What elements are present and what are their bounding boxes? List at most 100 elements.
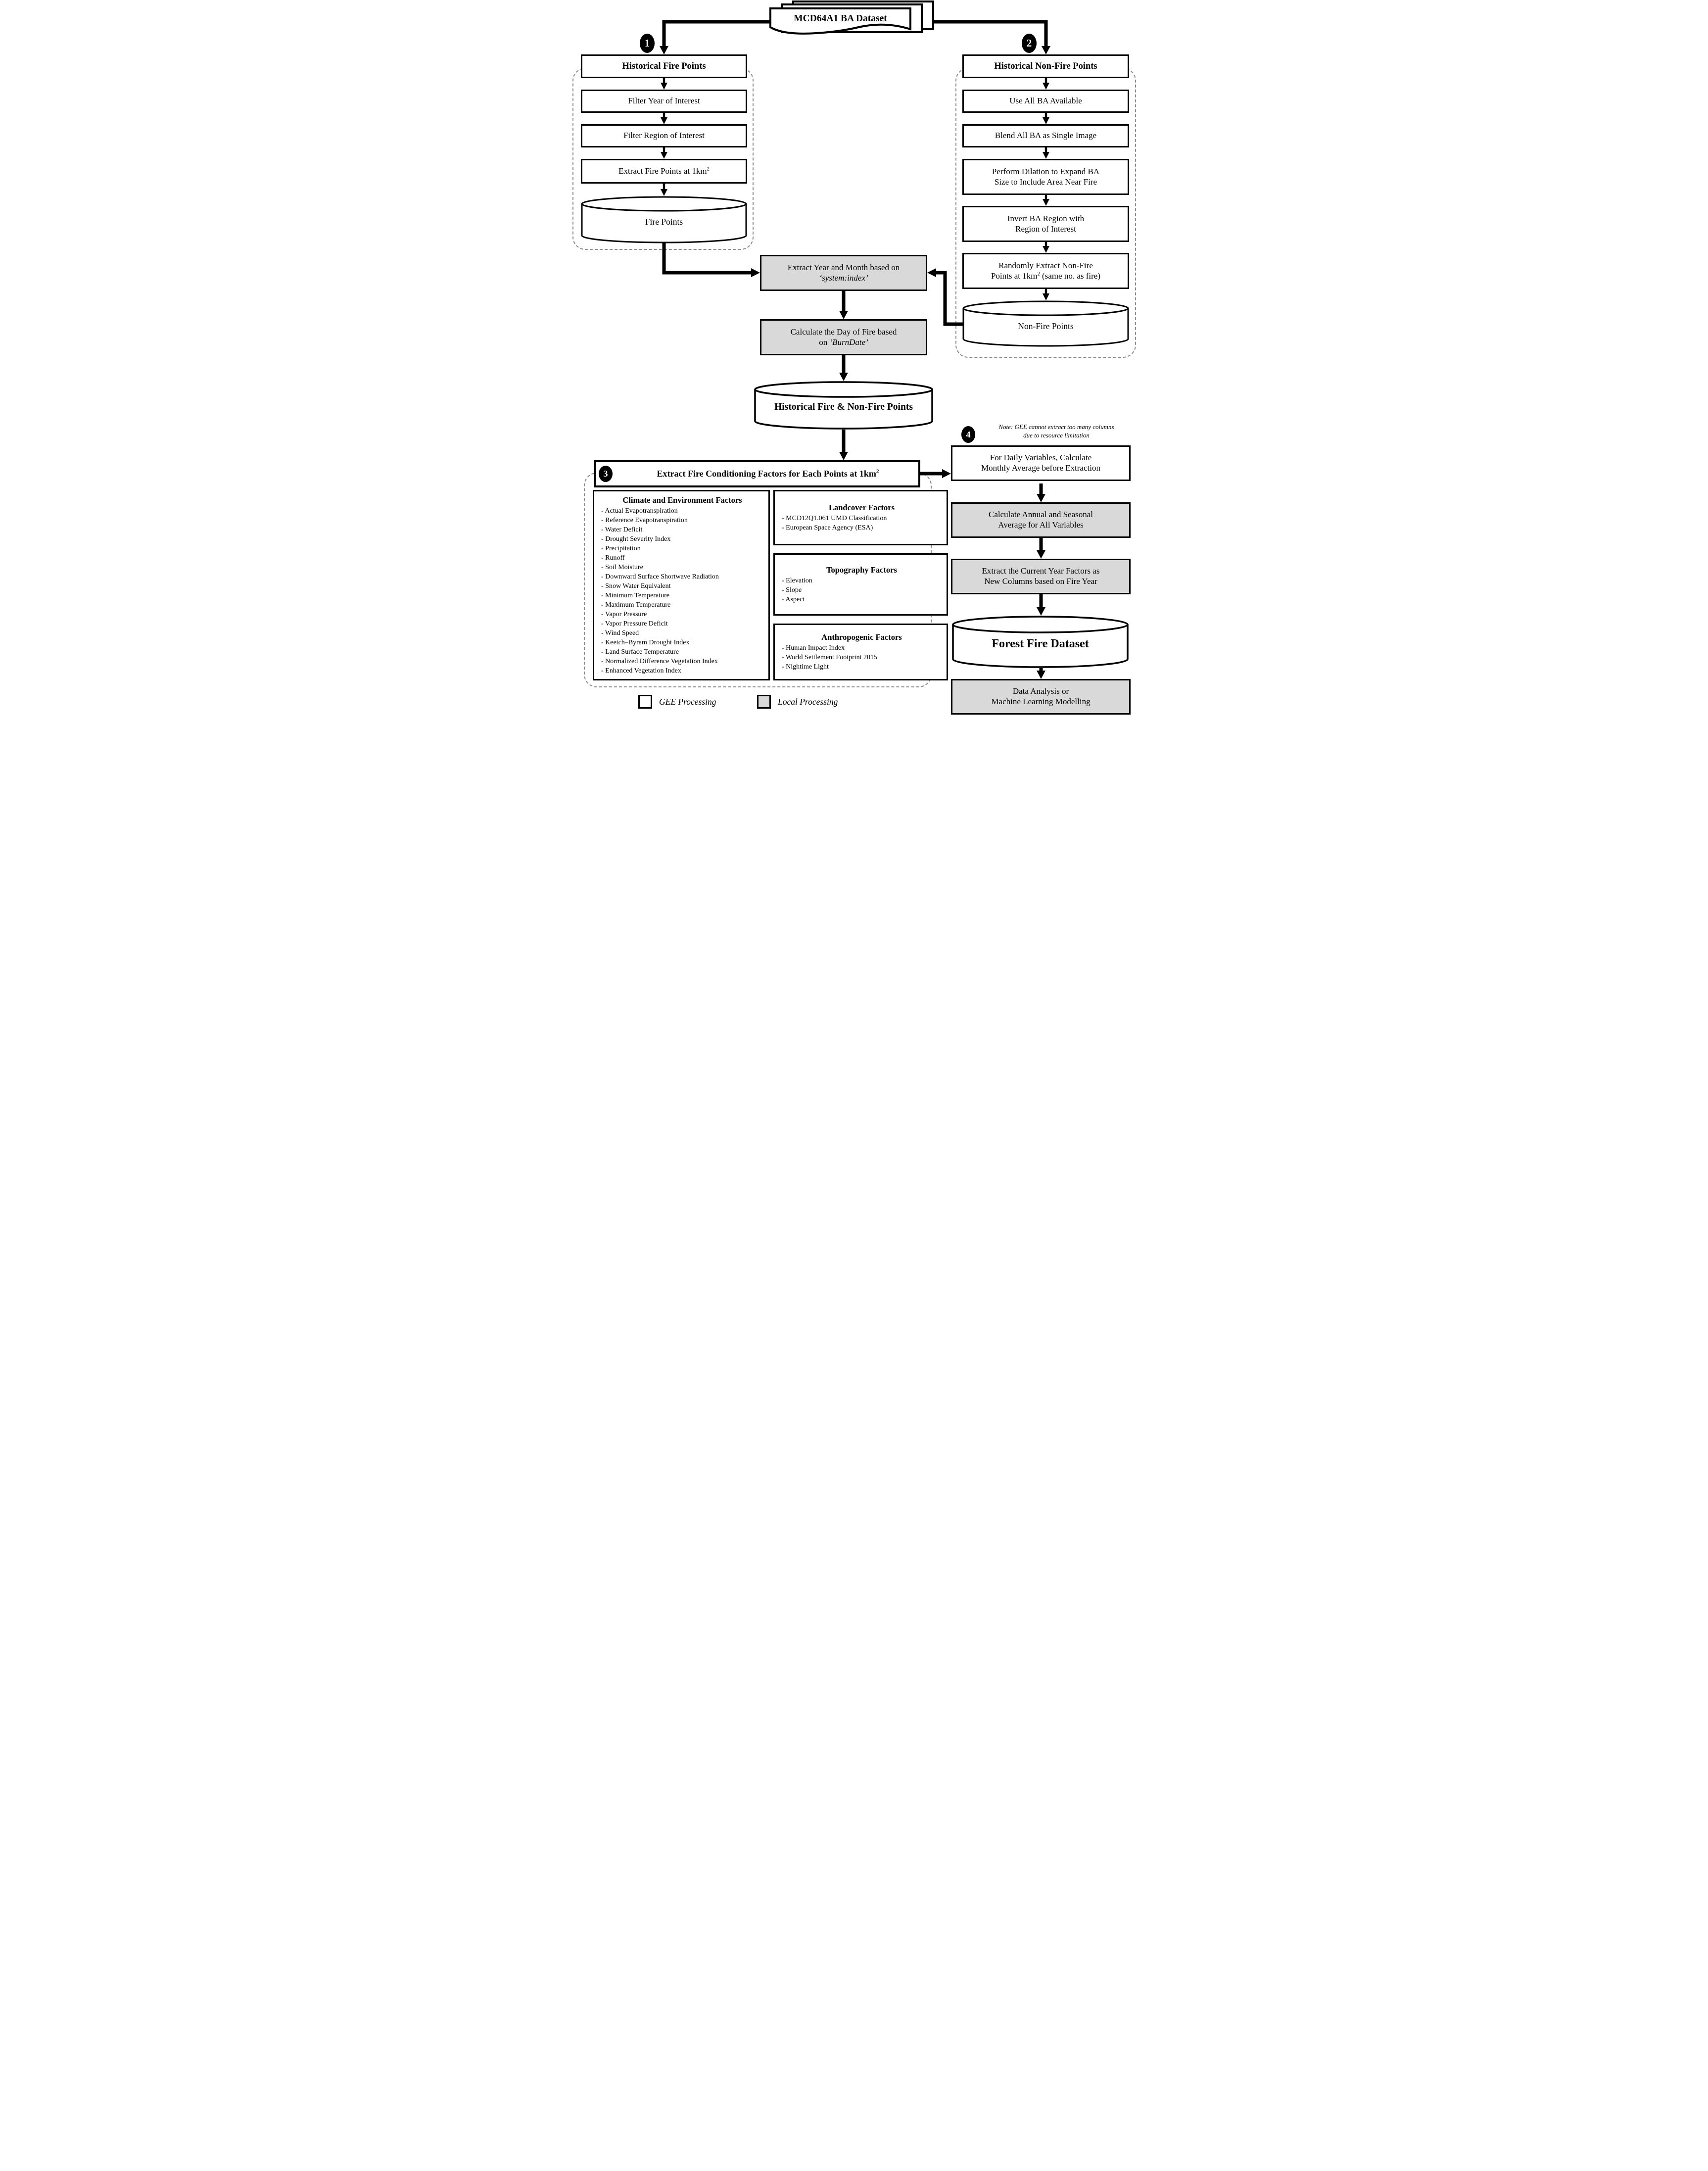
box-anthropogenic-factors: Anthropogenic Factors - Human Impact Ind…: [773, 624, 948, 680]
topography-factors-list: - Elevation - Slope- Aspect: [782, 576, 942, 604]
factor-item: - Drought Severity Index: [601, 535, 671, 543]
anthropogenic-factors-title: Anthropogenic Factors: [821, 632, 902, 642]
factor-item: - Slope: [782, 586, 802, 594]
datastore-nonfire-points: Non-Fire Points: [962, 300, 1129, 347]
gee-limitation-note: Note: GEE cannot extract too many column…: [976, 423, 1137, 440]
legend-local-swatch: [757, 695, 771, 709]
analysis-line1: Data Analysis or: [1012, 686, 1069, 696]
factor-item: - World Settlement Footprint 2015: [782, 654, 878, 661]
factor-item: - Water Deficit: [601, 526, 643, 533]
thick-connectors: [662, 20, 1048, 671]
box-extract-year-month: Extract Year and Month based on ‘system:…: [760, 255, 927, 291]
factor-item: - Elevation: [782, 577, 812, 584]
legend-local-label: Local Processing: [778, 697, 838, 707]
invert-line2: Region of Interest: [1015, 224, 1076, 234]
box-landcover-factors: Landcover Factors - MCD12Q1.061 UMD Clas…: [773, 490, 948, 545]
factor-item: - Soil Moisture: [601, 563, 643, 571]
factor-item: - Runoff: [601, 554, 625, 562]
anthropogenic-factors-list: - Human Impact Index - World Settlement F…: [782, 643, 942, 672]
factor-item: - Vapor Pressure Deficit: [601, 620, 668, 627]
datastore-fire-points: Fire Points: [581, 196, 747, 243]
dilation-line2: Size to Include Area Near Fire: [994, 177, 1097, 187]
note-line2: due to resource limitation: [1023, 431, 1090, 439]
box-annual-seasonal-average: Calculate Annual and Seasonal Average fo…: [951, 502, 1131, 538]
factor-item: - Downward Surface Shortwave Radiation: [601, 573, 719, 580]
random-line1: Randomly Extract Non-Fire: [998, 260, 1093, 270]
factor-item: - Nightime Light: [782, 663, 829, 671]
climate-factors-list: - Actual Evapotranspiration- Reference E…: [601, 506, 763, 675]
factor-item: - Vapor Pressure: [601, 610, 647, 618]
factor-item: - Wind Speed: [601, 629, 639, 637]
annual-line2: Average for All Variables: [998, 520, 1084, 530]
factor-item: - Aspect: [782, 595, 805, 603]
climate-factors-title: Climate and Environment Factors: [622, 495, 742, 505]
dataset-title: MCD64A1 BA Dataset: [794, 13, 887, 24]
factor-item: - Actual Evapotranspiration: [601, 507, 678, 515]
legend-gee-swatch: [638, 695, 652, 709]
connector-lines: [660, 20, 1050, 679]
factor-item: - Reference Evapotranspiration: [601, 516, 688, 524]
box-data-analysis-ml: Data Analysis or Machine Learning Modell…: [951, 679, 1131, 715]
badge-step-2: 2: [1022, 34, 1037, 53]
factor-item: - Minimum Temperature: [601, 591, 669, 599]
landcover-factors-title: Landcover Factors: [828, 503, 895, 512]
box-invert-ba: Invert BA Region with Region of Interest: [962, 206, 1129, 242]
factor-item: - Normalized Difference Vegetation Index: [601, 657, 718, 665]
calc-day-line2: on ‘BurnDate’: [819, 337, 868, 347]
extract-ym-line2: ‘system:index’: [819, 273, 868, 283]
invert-line1: Invert BA Region with: [1007, 213, 1085, 223]
arrowheads: [660, 46, 1050, 679]
annual-line1: Calculate Annual and Seasonal: [988, 510, 1093, 520]
factor-item: - Snow Water Equivalent: [601, 582, 671, 590]
currentyear-line1: Extract the Current Year Factors as: [982, 566, 1100, 576]
document-pages-icon: [769, 0, 934, 35]
factor-item: - Keetch–Byram Drought Index: [601, 638, 690, 646]
box-current-year-factors: Extract the Current Year Factors as New …: [951, 559, 1131, 594]
badge-step-4: 4: [961, 426, 975, 443]
datastore-nonfire-points-label: Non-Fire Points: [1018, 321, 1074, 331]
box-daily-monthly-average: For Daily Variables, Calculate Monthly A…: [951, 445, 1131, 481]
box-extract-fire-points: Extract Fire Points at 1km2: [581, 159, 747, 184]
factor-item: - Enhanced Vegetation Index: [601, 667, 681, 675]
box-perform-dilation: Perform Dilation to Expand BA Size to In…: [962, 159, 1129, 195]
box-blend-ba: Blend All BA as Single Image: [962, 124, 1129, 147]
cylinder-shape: [952, 616, 1129, 668]
box-historical-nonfire-points: Historical Non-Fire Points: [962, 54, 1129, 78]
datastore-historical-fire-nonfire: Historical Fire & Non-Fire Points: [754, 381, 933, 430]
box-climate-environment-factors: Climate and Environment Factors - Actual…: [593, 490, 770, 680]
calc-day-line1: Calculate the Day of Fire based: [790, 327, 897, 337]
datastore-historical-label: Historical Fire & Non-Fire Points: [774, 402, 913, 412]
factor-item: - Human Impact Index: [782, 644, 845, 652]
box-randomly-extract: Randomly Extract Non-Fire Points at 1km2…: [962, 253, 1129, 289]
box-extract-fire-points-label: Extract Fire Points at 1km2: [618, 166, 710, 176]
cylinder-shape: [962, 300, 1129, 347]
analysis-line2: Machine Learning Modelling: [991, 697, 1091, 706]
note-line1: Note: GEE cannot extract too many column…: [998, 423, 1114, 431]
legend-gee-label: GEE Processing: [659, 697, 716, 707]
forest-fire-dataset-label: Forest Fire Dataset: [992, 637, 1089, 650]
box-historical-fire-points: Historical Fire Points: [581, 54, 747, 78]
box-calculate-day-of-fire: Calculate the Day of Fire based on ‘Burn…: [760, 319, 927, 355]
daily-line1: For Daily Variables, Calculate: [990, 453, 1092, 463]
landcover-factors-list: - MCD12Q1.061 UMD Classification- Europe…: [782, 514, 942, 532]
extract-ym-line1: Extract Year and Month based on: [787, 262, 900, 272]
currentyear-line2: New Columns based on Fire Year: [984, 577, 1097, 586]
datastore-fire-points-label: Fire Points: [645, 217, 683, 227]
box-extract-conditioning-factors: Extract Fire Conditioning Factors for Ea…: [594, 460, 920, 487]
daily-line2: Monthly Average before Extraction: [981, 463, 1100, 473]
connector-firepoints-to-extract: [662, 242, 751, 275]
topography-factors-title: Topography Factors: [826, 565, 897, 575]
box-topography-factors: Topography Factors - Elevation - Slope- A…: [773, 553, 948, 616]
box-use-all-ba: Use All BA Available: [962, 90, 1129, 113]
factor-item: - Precipitation: [601, 544, 641, 552]
connector-doc-to-fire: [662, 20, 769, 47]
factor-item: - MCD12Q1.061 UMD Classification: [782, 515, 887, 522]
cylinder-shape: [754, 381, 933, 430]
flowchart-canvas: MCD64A1 BA Dataset 1 2 3 4 Historical Fi…: [569, 0, 1139, 724]
dataset-document-stack: MCD64A1 BA Dataset: [769, 0, 935, 40]
factor-item: - Land Surface Temperature: [601, 648, 679, 656]
box-filter-region: Filter Region of Interest: [581, 124, 747, 147]
datastore-forest-fire-dataset: Forest Fire Dataset: [952, 616, 1129, 668]
document-shape: [769, 7, 911, 35]
badge-step-3: 3: [599, 466, 613, 482]
